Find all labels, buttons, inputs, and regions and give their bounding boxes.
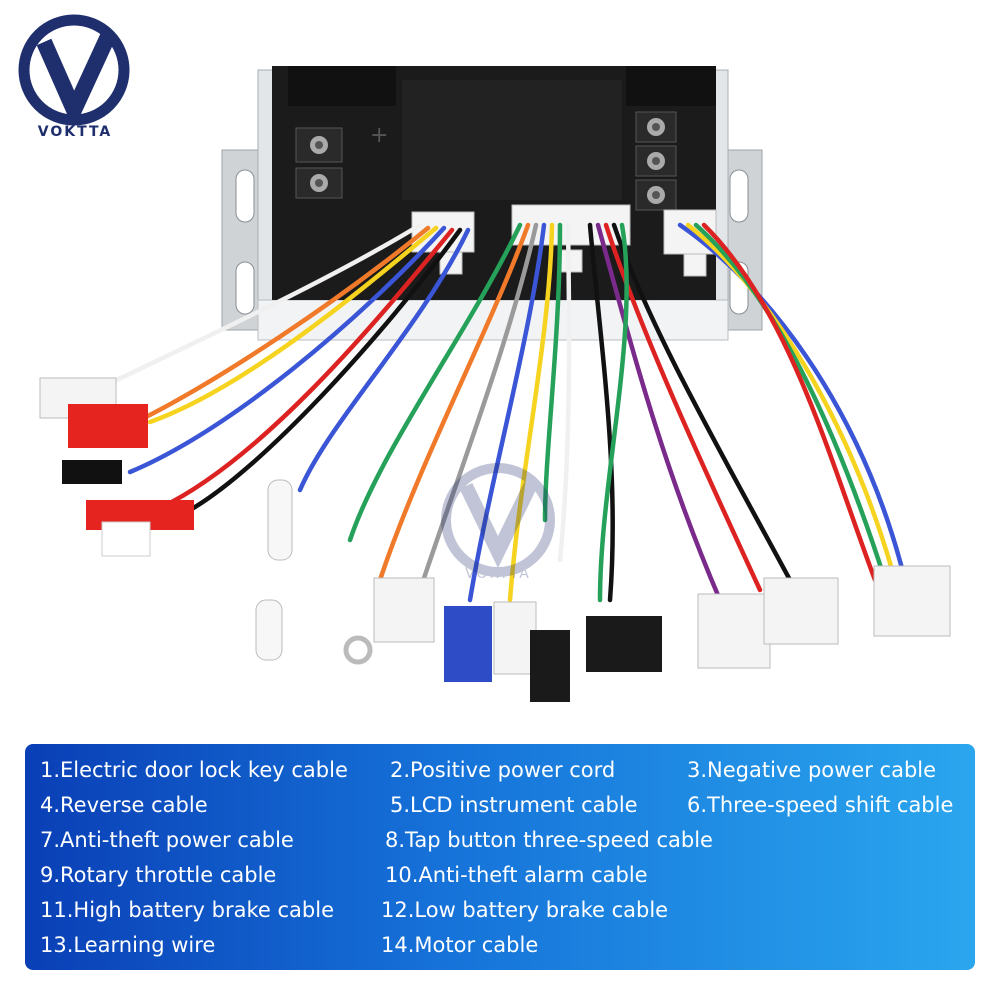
legend-item-12: 12.Low battery brake cable bbox=[381, 898, 669, 922]
controller-product-photo: + bbox=[39, 66, 951, 702]
legend-item-6: 6.Three-speed shift cable bbox=[687, 793, 954, 817]
legend-item-4: 4.Reverse cable bbox=[40, 793, 208, 817]
legend-item-8: 8.Tap button three-speed cable bbox=[385, 828, 713, 852]
legend-item-1: 1.Electric door lock key cable bbox=[40, 758, 348, 782]
legend-item-11: 11.High battery brake cable bbox=[40, 898, 334, 922]
legend-item-10: 10.Anti-theft alarm cable bbox=[385, 863, 648, 887]
watermark: VOKTTA bbox=[441, 463, 555, 582]
legend-item-7: 7.Anti-theft power cable bbox=[40, 828, 294, 852]
legend-item-5: 5.LCD instrument cable bbox=[390, 793, 638, 817]
legend-item-14: 14.Motor cable bbox=[381, 933, 539, 957]
wire-plugs bbox=[39, 377, 951, 702]
svg-text:+: + bbox=[370, 123, 388, 148]
legend-item-2: 2.Positive power cord bbox=[390, 758, 616, 782]
brand-logo bbox=[18, 14, 130, 126]
legend-item-3: 3.Negative power cable bbox=[687, 758, 937, 782]
wire-harness bbox=[97, 222, 908, 603]
terminal-screws bbox=[295, 111, 677, 211]
cable-legend-panel: 1.Electric door lock key cable 2.Positiv… bbox=[25, 744, 975, 970]
watermark-text: VOKTTA bbox=[465, 566, 531, 582]
legend-item-9: 9.Rotary throttle cable bbox=[40, 863, 277, 887]
legend-item-13: 13.Learning wire bbox=[40, 933, 216, 957]
brand-name: VOKTTA bbox=[37, 124, 113, 140]
